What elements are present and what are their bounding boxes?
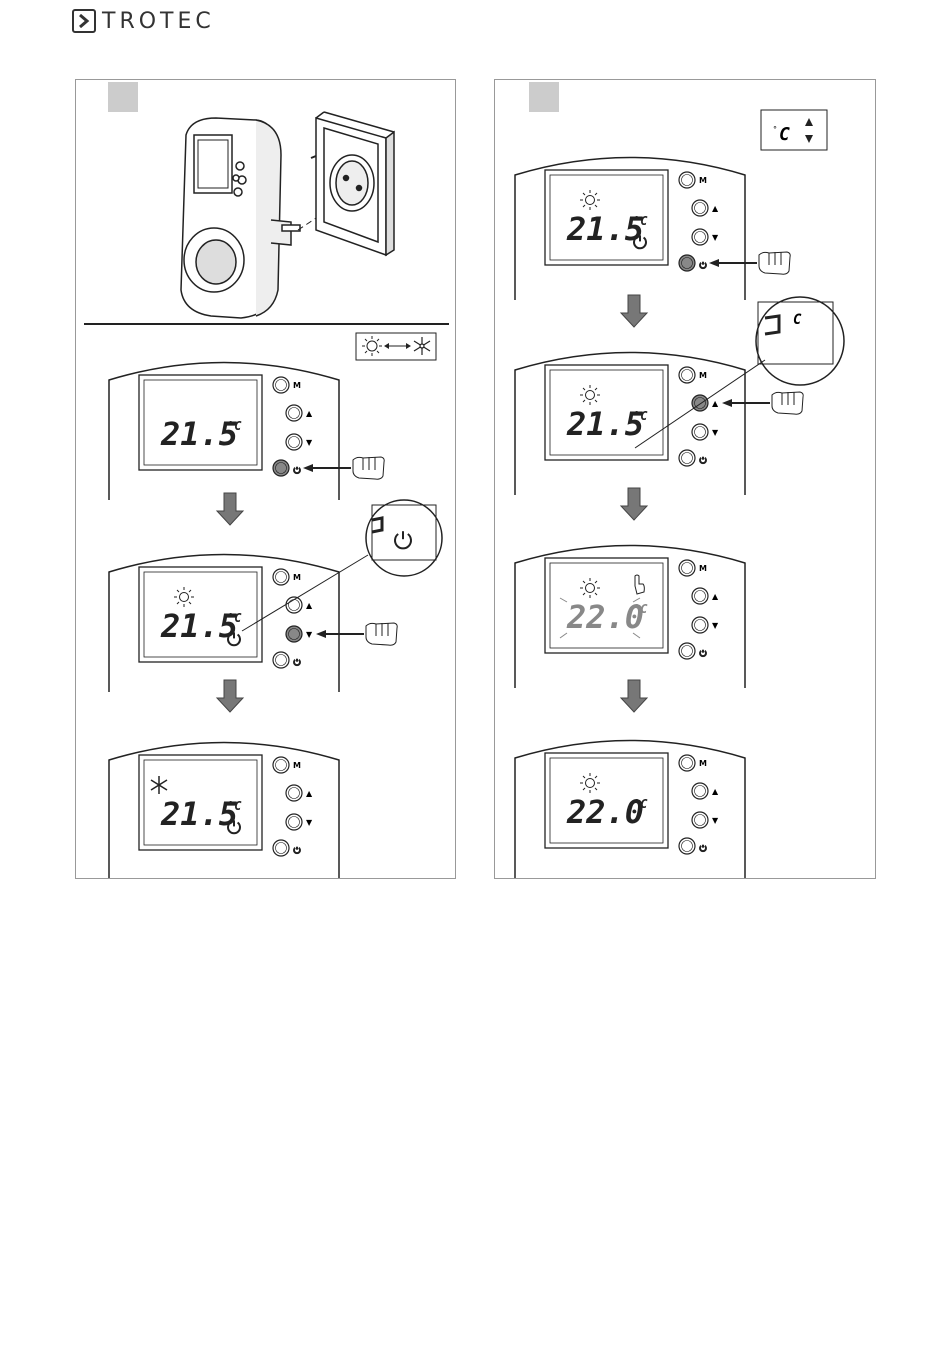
- lcd-unit: °C: [633, 409, 648, 423]
- sun-icon: [580, 773, 600, 793]
- unit-zoom: C: [793, 312, 802, 328]
- mode-button-label: M: [699, 759, 707, 768]
- mode-button-label: M: [699, 176, 707, 185]
- up-button-label: ▲: [306, 601, 313, 610]
- down-button-label: ▼: [712, 621, 719, 630]
- unit-legend-text: C: [779, 124, 790, 145]
- chevron-right-icon: [72, 9, 96, 33]
- down-button-label: ▼: [712, 428, 719, 437]
- lcd-unit: °C: [227, 799, 242, 813]
- lcd-unit: °C: [227, 419, 242, 433]
- lcd-unit: °C: [633, 602, 648, 616]
- up-button-label: ▲: [712, 787, 719, 796]
- sun-icon: [362, 336, 382, 356]
- mode-button-label: M: [293, 573, 301, 582]
- lcd-unit: °C: [227, 611, 242, 625]
- up-button-label: ▲: [712, 204, 719, 213]
- lcd-unit: °C: [633, 797, 648, 811]
- sun-icon: [580, 578, 600, 598]
- pointing-hand-icon: [772, 392, 803, 414]
- up-button-label: ▲: [306, 409, 313, 418]
- mode-button-label: M: [293, 761, 301, 770]
- unit-legend: ° C: [761, 110, 827, 150]
- sun-icon: [174, 587, 194, 607]
- down-button-label: ▼: [306, 630, 313, 639]
- sun-icon: [580, 190, 600, 210]
- mode-button-label: M: [699, 564, 707, 573]
- plug-thermostat-illustration: [181, 112, 394, 318]
- brand-logo: TROTEC: [72, 8, 215, 34]
- down-button-label: ▼: [306, 818, 313, 827]
- magnifier-callout: C: [756, 297, 844, 385]
- pointing-hand-icon: [353, 457, 384, 479]
- brand-name: TROTEC: [102, 9, 215, 34]
- up-button-label: ▲: [712, 592, 719, 601]
- up-button-label: ▲: [712, 399, 719, 408]
- down-button-label: ▼: [712, 816, 719, 825]
- svg-text:°: °: [773, 125, 777, 134]
- magnifier-callout: [366, 500, 442, 576]
- up-button-label: ▲: [306, 789, 313, 798]
- mode-button-label: M: [293, 381, 301, 390]
- mode-legend: [356, 333, 436, 360]
- figure-panel-left: 21.5°CM▲▼21.5°CM▲▼21.5°CM▲▼: [75, 79, 456, 879]
- down-button-label: ▼: [306, 438, 313, 447]
- pointing-hand-icon: [759, 252, 790, 274]
- mode-button-label: M: [699, 371, 707, 380]
- lcd-unit: °C: [633, 214, 648, 228]
- down-button-label: ▼: [712, 233, 719, 242]
- pointing-hand-icon: [366, 623, 397, 645]
- sun-icon: [580, 385, 600, 405]
